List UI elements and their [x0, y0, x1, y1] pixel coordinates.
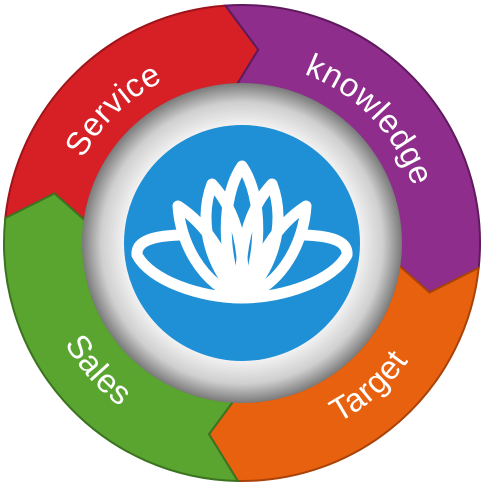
lotus-icon [131, 160, 353, 304]
